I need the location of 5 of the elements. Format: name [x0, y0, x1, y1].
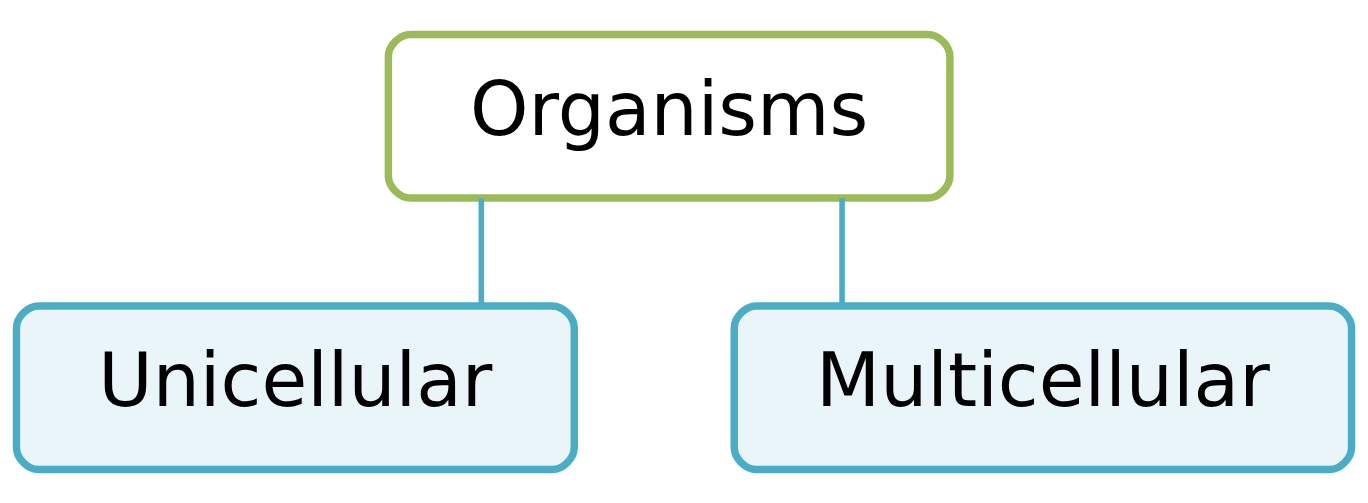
connector	[839, 197, 845, 306]
node-box: Unicellular	[12, 301, 578, 473]
connector	[478, 197, 485, 306]
node-box: Multicellular	[730, 301, 1356, 473]
node-box: Organisms	[384, 30, 954, 202]
